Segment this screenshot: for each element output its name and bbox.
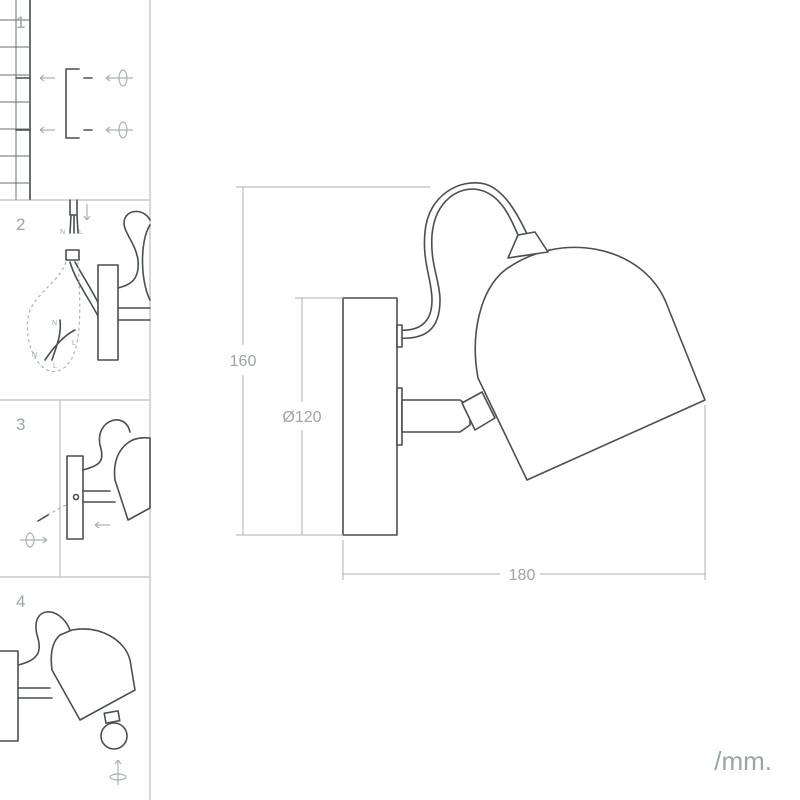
cord bbox=[396, 188, 521, 340]
socket bbox=[461, 391, 496, 431]
step-number: 4 bbox=[16, 592, 25, 611]
rotate-arrow-icon bbox=[105, 69, 133, 139]
splice-label: N bbox=[52, 320, 57, 327]
step-number: 3 bbox=[16, 415, 25, 434]
step-3-panel: 3 bbox=[16, 415, 151, 548]
screws bbox=[83, 77, 93, 131]
wall-plate bbox=[0, 650, 19, 742]
splice-label: L bbox=[53, 363, 57, 370]
arm bbox=[82, 490, 116, 503]
shade-cap bbox=[507, 231, 549, 259]
step-1-panel: 1 bbox=[0, 0, 133, 200]
arm bbox=[117, 307, 151, 321]
arrow-left-icon bbox=[94, 521, 110, 529]
shade bbox=[141, 224, 151, 301]
splice-label: N bbox=[32, 352, 37, 359]
wire-label-l: L bbox=[79, 229, 83, 236]
arm bbox=[17, 687, 53, 699]
cord-grommet bbox=[396, 324, 403, 348]
step-number: 1 bbox=[16, 13, 25, 32]
cord bbox=[17, 611, 71, 666]
wires bbox=[69, 261, 100, 319]
cord bbox=[82, 419, 131, 471]
brick-wall bbox=[0, 0, 31, 200]
shade bbox=[113, 437, 151, 521]
main-lamp-drawing bbox=[342, 182, 706, 536]
mounting-bracket bbox=[65, 68, 80, 139]
detail-callout bbox=[26, 261, 81, 373]
height-dimension: 160 bbox=[230, 353, 257, 370]
splice-label: L bbox=[72, 340, 76, 347]
step-2-panel: 2 N L N L N L bbox=[16, 199, 151, 373]
screw-anchors bbox=[15, 77, 31, 131]
diameter-dimension: Ø120 bbox=[282, 409, 321, 426]
step-number: 2 bbox=[16, 215, 25, 234]
shade bbox=[50, 628, 136, 721]
wall-plate bbox=[66, 455, 84, 540]
cord bbox=[117, 210, 151, 289]
shade bbox=[474, 246, 706, 481]
arm bbox=[401, 399, 471, 433]
light-bulb-icon bbox=[100, 710, 128, 750]
step-panel-frames bbox=[0, 0, 151, 800]
arrow-down-icon bbox=[83, 204, 91, 221]
screw-hole bbox=[72, 493, 80, 501]
rotate-arrow-icon bbox=[20, 532, 48, 548]
wall-plate bbox=[342, 297, 398, 536]
screw bbox=[37, 514, 49, 522]
terminal-block bbox=[65, 249, 80, 261]
splice bbox=[44, 319, 76, 361]
dimension-lines bbox=[236, 186, 706, 580]
unit-label: /mm. bbox=[714, 746, 772, 776]
arrow-left-icon bbox=[39, 74, 55, 134]
rotate-arrow-icon bbox=[109, 759, 127, 785]
wire-label-n: N bbox=[60, 229, 65, 236]
cord-outline bbox=[396, 182, 529, 331]
wall-plate bbox=[97, 264, 119, 361]
step-4-panel: 4 bbox=[0, 592, 136, 785]
wall-cable bbox=[69, 199, 79, 234]
width-dimension: 180 bbox=[509, 567, 536, 584]
